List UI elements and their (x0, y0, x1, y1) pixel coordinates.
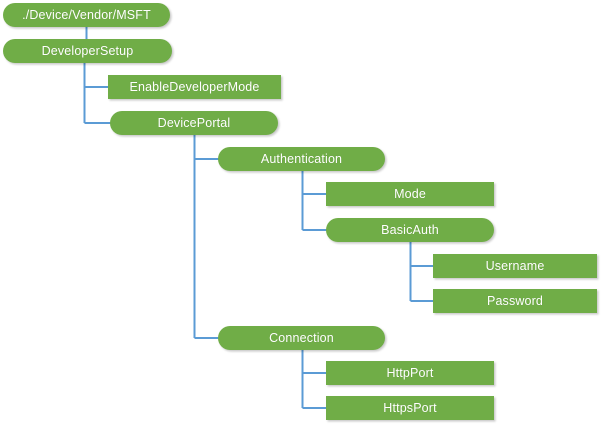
node-httpport-label: HttpPort (386, 365, 434, 380)
node-developersetup[interactable]: DeveloperSetup (3, 39, 172, 63)
node-username[interactable]: Username (433, 254, 597, 278)
node-root-label: ./Device/Vendor/MSFT (22, 7, 151, 22)
node-enabledevelopermode-label: EnableDeveloperMode (129, 79, 260, 94)
node-authentication-label: Authentication (260, 151, 343, 166)
node-httpsport-label: HttpsPort (383, 400, 437, 415)
node-enabledevelopermode[interactable]: EnableDeveloperMode (108, 75, 281, 99)
node-password[interactable]: Password (433, 289, 597, 313)
node-authentication[interactable]: Authentication (218, 147, 385, 171)
node-connection-label: Connection (269, 330, 334, 345)
node-connection[interactable]: Connection (218, 326, 385, 350)
node-basicauth-label: BasicAuth (381, 222, 439, 237)
node-httpport[interactable]: HttpPort (326, 361, 494, 385)
node-deviceportal-label: DevicePortal (157, 115, 231, 130)
node-deviceportal[interactable]: DevicePortal (110, 111, 278, 135)
node-developersetup-label: DeveloperSetup (41, 43, 134, 58)
node-password-label: Password (486, 293, 544, 308)
node-mode[interactable]: Mode (326, 182, 494, 206)
node-httpsport[interactable]: HttpsPort (326, 396, 494, 420)
node-basicauth[interactable]: BasicAuth (326, 218, 494, 242)
node-username-label: Username (485, 258, 545, 273)
node-mode-label: Mode (394, 186, 426, 201)
node-root[interactable]: ./Device/Vendor/MSFT (3, 3, 170, 27)
